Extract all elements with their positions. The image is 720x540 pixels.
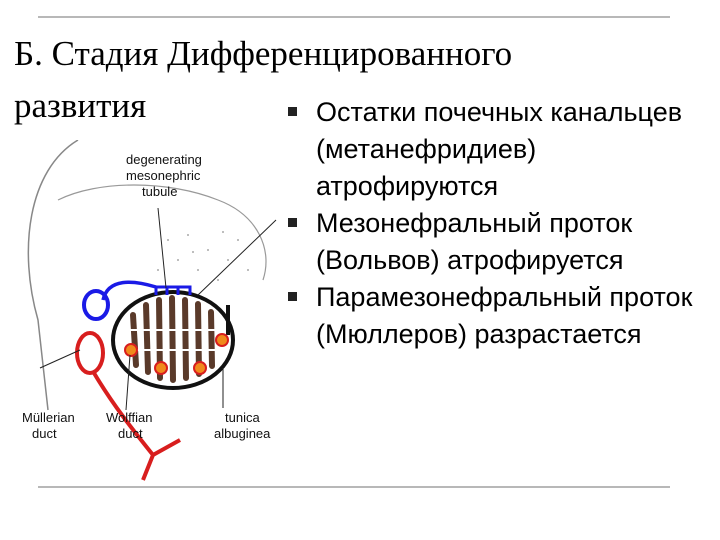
mullerian-duct-section [75, 331, 105, 375]
mesonephros-outline [57, 184, 267, 281]
body-outline [27, 140, 79, 411]
label-tunica: tunica [225, 410, 260, 425]
label-albuginea: albuginea [214, 426, 271, 441]
bullet-item: Мезонефральный проток (Вольвов) атрофиру… [286, 205, 706, 279]
label-wolffian-duct: duct [118, 426, 143, 441]
wolffian-duct-section [82, 289, 110, 321]
bullet-marker [288, 218, 297, 227]
bullet-list: Остатки почечных канальцев (метанефридие… [286, 94, 706, 353]
slide-title: Б. Стадия Дифференцированного развития [14, 28, 512, 132]
label-mullerian-duct: duct [32, 426, 57, 441]
top-rule [38, 16, 670, 18]
bullet-text: Остатки почечных канальцев (метанефридие… [316, 97, 683, 201]
cord-highlights [126, 329, 220, 351]
label-wolffian: Wolffian [106, 410, 153, 425]
gonad-diagram: degenerating mesonephric tubule Mülleria… [22, 140, 277, 481]
germ-cell-markers [124, 333, 229, 375]
stipple-area [157, 231, 249, 281]
bottom-rule [38, 486, 670, 488]
label-tubule: tubule [142, 184, 177, 199]
title-line-1: Б. Стадия Дифференцированного [14, 34, 513, 73]
title-line-2: развития [14, 86, 147, 125]
mullerian-duct-path [92, 371, 181, 481]
degenerating-tubules [154, 285, 192, 295]
bullet-item: Остатки почечных канальцев (метанефридие… [286, 94, 706, 205]
bullet-marker [288, 107, 297, 116]
bullet-marker [288, 292, 297, 301]
bullet-item: Парамезонефральный проток (Мюллеров) раз… [286, 279, 706, 353]
label-mesonephric: mesonephric [126, 168, 201, 183]
bullet-text: Парамезонефральный проток (Мюллеров) раз… [316, 282, 693, 349]
label-degenerating: degenerating [126, 152, 202, 167]
bullet-text: Мезонефральный проток (Вольвов) атрофиру… [316, 208, 633, 275]
label-mullerian: Müllerian [22, 410, 75, 425]
leader-lines [39, 207, 277, 411]
